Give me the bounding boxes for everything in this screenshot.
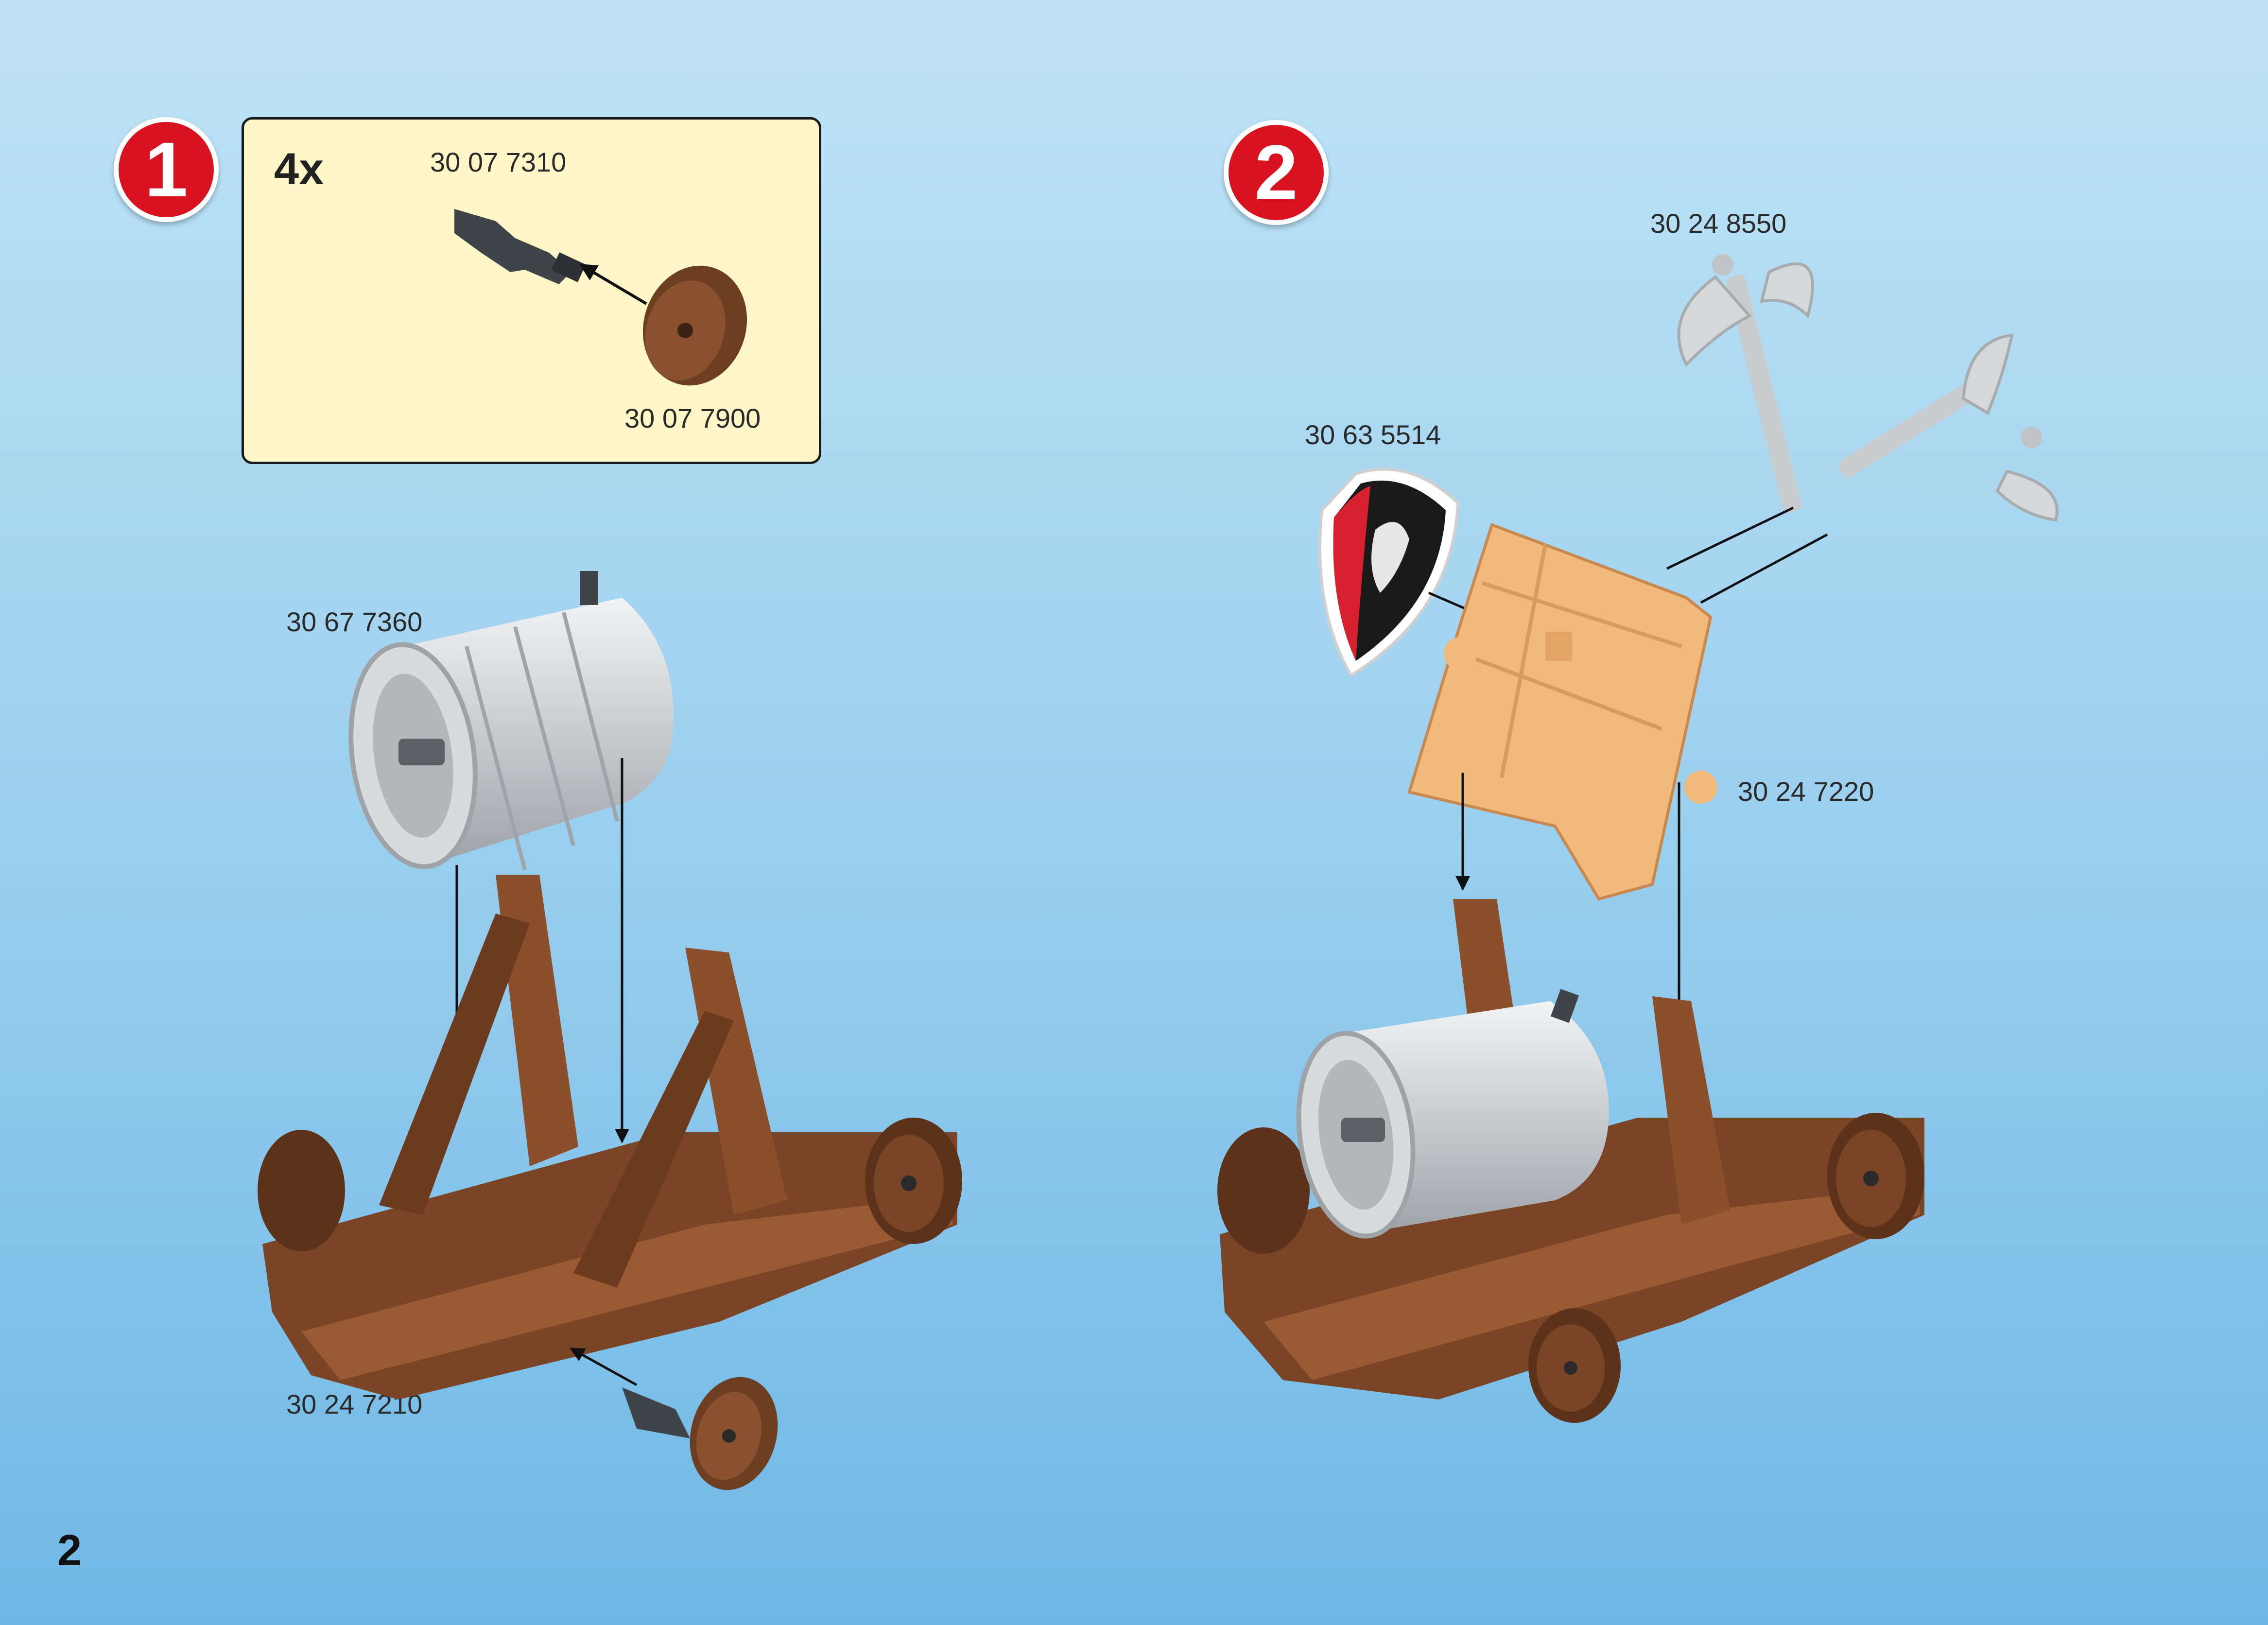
wheel-icon: [628, 252, 762, 399]
page-number: 2: [57, 1526, 82, 1576]
shield-icon: [1320, 469, 1458, 675]
wheel-axle-icon: [454, 209, 586, 284]
loose-wheel-axle-icon: [622, 1367, 790, 1500]
axe-icon: [1679, 254, 1813, 514]
axe-icon: [1836, 335, 2057, 520]
assembled-catapult-icon: [1217, 899, 1924, 1423]
wooden-panel-icon: [1409, 525, 1717, 899]
catapult-frame-icon: [258, 875, 962, 1400]
